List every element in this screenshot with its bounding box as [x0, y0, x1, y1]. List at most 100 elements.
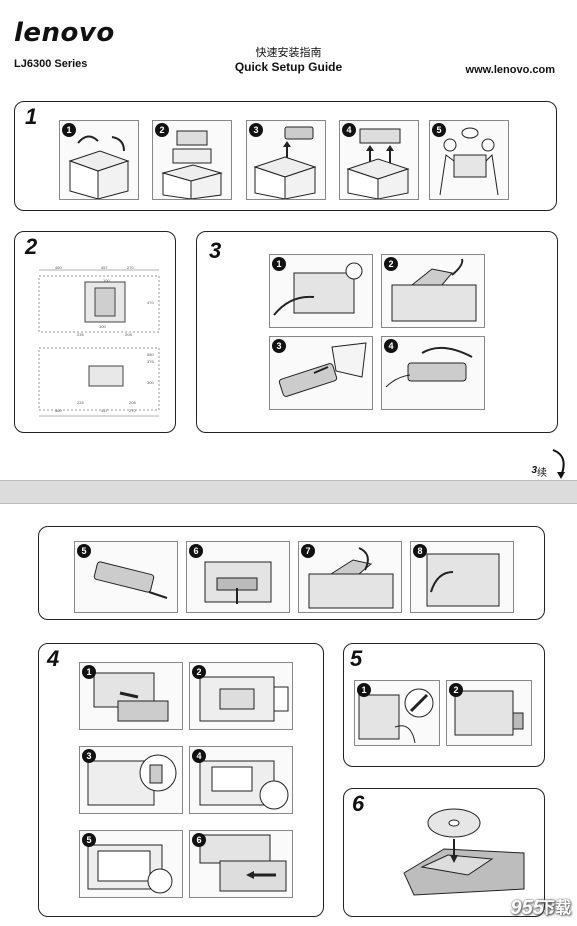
step-1-panel-5: 5 — [429, 120, 509, 200]
dim-side-right-1: 580 — [147, 352, 154, 357]
page-one: lenovo LJ6300 Series 快速安装指南 Quick Setup … — [0, 0, 577, 481]
dim-top-3: 270 — [127, 265, 134, 270]
dim-side-bottom-2: 457 — [101, 408, 108, 413]
watermark-digits: 9553 — [510, 897, 556, 919]
step-1-panel-3: 3 — [246, 120, 326, 200]
power-switch-illustration — [454, 690, 524, 736]
step-3-continued-box: 5 6 7 8 — [38, 526, 545, 620]
step-2-number: 2 — [25, 234, 38, 259]
dim-side-right-3: 300 — [147, 380, 154, 385]
badge-2: 2 — [155, 123, 169, 137]
dim-side-mid-2: 208 — [129, 400, 136, 405]
unwrap-cartridge-illustration — [278, 342, 367, 397]
badge-4: 4 — [342, 123, 356, 137]
step-5-number: 5 — [350, 646, 363, 671]
dim-top-1: 460 — [55, 265, 62, 270]
load-paper-illustration — [199, 760, 289, 810]
dim-mid-top: 100 — [103, 278, 110, 283]
side-guide-illustration — [87, 754, 177, 806]
dim-side-right-2: 376 — [147, 359, 154, 364]
badge-6c: 6 — [192, 833, 206, 847]
badge-5: 5 — [432, 123, 446, 137]
step-3-panel-8: 8 — [410, 541, 514, 613]
step-5-panel-2: 2 — [446, 680, 532, 746]
paper-level-illustration — [87, 844, 173, 894]
dim-top-2: 457 — [101, 265, 108, 270]
badge-5c: 5 — [82, 833, 96, 847]
step-3-panel-5: 5 — [74, 541, 178, 613]
badge-2c: 2 — [192, 665, 206, 679]
dim-bottom-2: 208 — [125, 332, 132, 337]
continued-label: 续 — [537, 468, 547, 479]
step-4-panel-5: 5 — [79, 830, 183, 898]
badge-3: 3 — [249, 123, 263, 137]
badge-8: 8 — [413, 544, 427, 558]
dim-bottom-1: 235 — [77, 332, 84, 337]
clearance-diagram — [38, 269, 160, 417]
power-cord-illustration — [358, 688, 434, 744]
badge-5b: 5 — [77, 544, 91, 558]
watermark-label: 下载 — [538, 898, 571, 917]
badge-3c: 3 — [82, 749, 96, 763]
pull-tray-illustration — [93, 672, 169, 722]
shake-cartridge-illustration — [385, 346, 473, 388]
dim-side-bottom-1: 460 — [55, 408, 62, 413]
lenovo-logo: lenovo — [14, 18, 115, 48]
step-4-panel-1: 1 — [79, 662, 183, 730]
badge-1c: 1 — [82, 665, 96, 679]
step-1-panel-1: 1 — [59, 120, 139, 200]
open-cover-illustration — [273, 262, 363, 316]
title-english: Quick Setup Guide — [234, 60, 343, 74]
step-2-box: 2 460 457 270 100 470 100 235 208 580 37… — [14, 231, 176, 433]
box-foam-illustration — [346, 128, 410, 199]
step-3-panel-1: 1 — [269, 254, 373, 328]
box-tray-illustration — [253, 126, 317, 199]
insert-cartridge-illustration — [204, 561, 272, 604]
badge-1: 1 — [62, 123, 76, 137]
step-6-box: 6 — [343, 788, 545, 917]
page-two: 5 6 7 8 — [0, 503, 577, 926]
step-4-panel-2: 2 — [189, 662, 293, 730]
step-3-number: 3 — [209, 238, 222, 263]
badge-2b: 2 — [384, 257, 398, 271]
close-lid-illustration — [308, 547, 394, 609]
badge-7: 7 — [301, 544, 315, 558]
website-url: www.lenovo.com — [465, 64, 555, 76]
step-4-box: 4 1 2 3 4 — [38, 643, 324, 917]
cd-insert-illustration — [403, 808, 525, 896]
continued-number: 3 — [531, 465, 537, 476]
dim-side-bottom-3: 270 — [129, 408, 136, 413]
badge-4b: 4 — [384, 339, 398, 353]
box-parts-illustration — [161, 130, 223, 199]
step-3-panel-6: 6 — [186, 541, 290, 613]
step-4-panel-4: 4 — [189, 746, 293, 814]
box-open-illustration — [68, 135, 130, 199]
step-1-panel-4: 4 — [339, 120, 419, 200]
step-4-panel-6: 6 — [189, 830, 293, 898]
step-3-panel-7: 7 — [298, 541, 402, 613]
dim-lower: 100 — [99, 324, 106, 329]
step-5-panel-1: 1 — [354, 680, 440, 746]
model-name: LJ6300 Series — [14, 58, 88, 70]
insert-tray-illustration — [199, 834, 287, 892]
title-chinese: 快速安装指南 — [255, 46, 322, 59]
badge-1b: 1 — [272, 257, 286, 271]
dim-right: 470 — [147, 300, 154, 305]
step-4-panel-3: 3 — [79, 746, 183, 814]
step-3-box: 3 1 2 3 4 — [196, 231, 558, 433]
dim-side-mid-1: 225 — [77, 400, 84, 405]
step-1-box: 1 1 2 3 — [14, 101, 557, 211]
badge-3b: 3 — [272, 339, 286, 353]
adjust-guide-illustration — [199, 676, 289, 722]
step-3-panel-3: 3 — [269, 336, 373, 410]
badge-2d: 2 — [449, 683, 463, 697]
curl-arrow-icon — [552, 449, 565, 479]
pull-tape-illustration — [93, 561, 168, 599]
step-6-number: 6 — [352, 791, 365, 816]
step-1-number: 1 — [25, 104, 38, 129]
lift-lid-illustration — [391, 258, 477, 322]
step-3-panel-2: 2 — [381, 254, 485, 328]
badge-1d: 1 — [357, 683, 371, 697]
step-3-panel-4: 4 — [381, 336, 485, 410]
close-front-cover-illustration — [426, 553, 500, 607]
